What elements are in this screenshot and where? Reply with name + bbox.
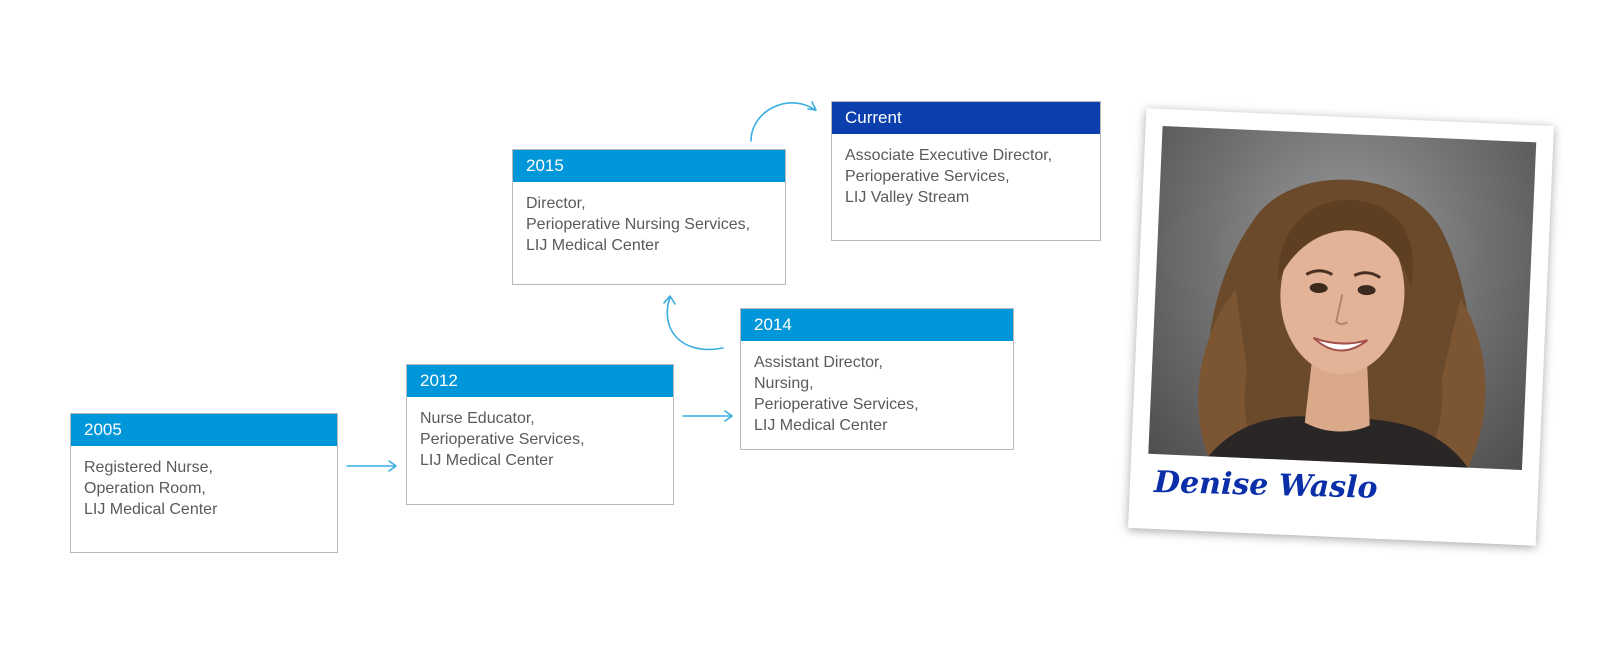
card-year-current: Current	[832, 102, 1100, 134]
timeline-card-2012: 2012 Nurse Educator, Perioperative Servi…	[406, 364, 674, 505]
arrow-2014-to-2015	[663, 295, 724, 351]
card-line: LIJ Medical Center	[84, 501, 218, 518]
card-role-2014: Assistant Director, Nursing, Perioperati…	[741, 341, 1013, 436]
card-year-2012: 2012	[407, 365, 673, 397]
card-role-current: Associate Executive Director, Perioperat…	[832, 134, 1100, 208]
card-role-2005: Registered Nurse, Operation Room, LIJ Me…	[71, 446, 337, 520]
card-line: Operation Room,	[84, 480, 206, 497]
timeline-card-2015: 2015 Director, Perioperative Nursing Ser…	[512, 149, 786, 285]
card-line: LIJ Medical Center	[420, 452, 554, 469]
card-line: LIJ Medical Center	[754, 417, 888, 434]
card-line: Nurse Educator,	[420, 410, 535, 427]
card-year-2015: 2015	[513, 150, 785, 182]
polaroid-frame: Denise Waslo	[1128, 108, 1554, 546]
arrow-2015-to-current	[750, 101, 817, 142]
card-year-2005: 2005	[71, 414, 337, 446]
arrow-2005-to-2012	[346, 460, 397, 472]
card-line: Perioperative Services,	[754, 396, 919, 413]
arrow-2012-to-2014	[682, 410, 733, 422]
signature-name: Denise Waslo	[1153, 464, 1379, 506]
card-line: LIJ Medical Center	[526, 237, 660, 254]
card-line: LIJ Valley Stream	[845, 189, 970, 206]
card-line: Assistant Director,	[754, 354, 883, 371]
card-role-2015: Director, Perioperative Nursing Services…	[513, 182, 785, 256]
card-line: Registered Nurse,	[84, 459, 213, 476]
card-line: Perioperative Services,	[845, 168, 1010, 185]
card-line: Perioperative Nursing Services,	[526, 216, 751, 233]
card-line: Perioperative Services,	[420, 431, 585, 448]
timeline-card-current: Current Associate Executive Director, Pe…	[831, 101, 1101, 241]
card-line: Nursing,	[754, 375, 814, 392]
timeline-card-2005: 2005 Registered Nurse, Operation Room, L…	[70, 413, 338, 553]
card-role-2012: Nurse Educator, Perioperative Services, …	[407, 397, 673, 471]
card-line: Associate Executive Director,	[845, 147, 1053, 164]
card-year-2014: 2014	[741, 309, 1013, 341]
card-line: Director,	[526, 195, 586, 212]
timeline-card-2014: 2014 Assistant Director, Nursing, Periop…	[740, 308, 1014, 450]
portrait-photo	[1148, 126, 1537, 471]
